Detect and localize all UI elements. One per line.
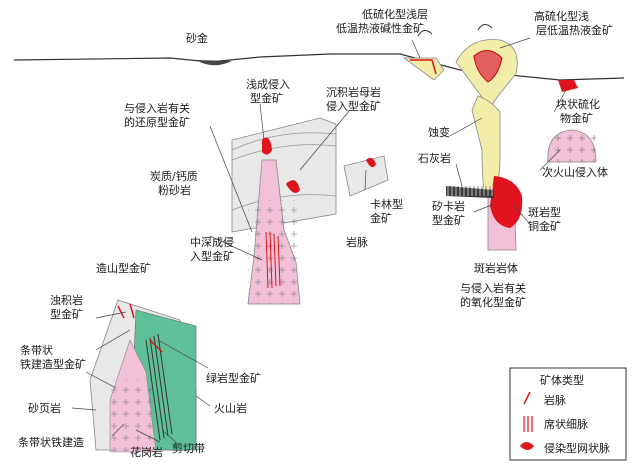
label-shear-zone: 剪切带 [172, 441, 205, 455]
label-bif-hosted-2: 铁建造型金矿 [20, 357, 86, 371]
leader-lines [71, 37, 567, 445]
label-massive-sulf-1: 块状硫化 [556, 97, 600, 111]
label-alteration: 蚀变 [428, 125, 450, 139]
legend-title: 矿体类型 [540, 373, 584, 387]
label-sed-host-1: 沉积岩母岩 [326, 85, 381, 99]
porphyry-cu-ore [490, 176, 523, 228]
low-sulf-body [402, 57, 445, 81]
label-bif: 条带状铁建造 [18, 435, 84, 449]
label-shallow-intr-2: 型金矿 [250, 91, 283, 105]
label-low-sulf-1: 低硫化型浅层 [362, 7, 428, 21]
label-high-sulf-2: 层低温热液金矿 [536, 23, 613, 37]
label-skarn-1: 矽卡岩 [432, 199, 465, 213]
legend-stockwork-icon [520, 442, 534, 450]
legend-item-vein: 岩脉 [544, 393, 566, 407]
label-porphyry-body: 斑岩岩体 [474, 261, 518, 275]
legend-sheeted-icon [523, 416, 533, 432]
label-mid-deep-1: 中深成侵 [190, 236, 234, 249]
legend-vein-icon [523, 391, 531, 405]
label-skarn-2: 型金矿 [432, 213, 465, 227]
label-high-sulf-1: 高硫化型浅 [534, 9, 589, 23]
label-layer: 砂金 低硫化型浅层 低温热液碱性金矿 高硫化型浅 层低温热液金矿 与侵入岩有关 … [18, 7, 613, 459]
ground-surface-line [13, 53, 625, 81]
label-volcanic: 火山岩 [214, 401, 247, 415]
label-shallow-intr-1: 浅成侵入 [246, 78, 290, 91]
label-carbonate-1: 炭质/钙质 [150, 169, 198, 183]
label-mid-deep-2: 入型金矿 [190, 249, 234, 263]
label-porphyry-cu-2: 铜金矿 [528, 219, 561, 233]
label-reduced-1: 与侵入岩有关 [124, 101, 190, 115]
placer-gold-lens [196, 60, 232, 66]
label-low-sulf-2: 低温热液碱性金矿 [336, 21, 424, 35]
legend-item-sheeted: 席状细脉 [544, 417, 588, 431]
label-granite: 花岗岩 [130, 445, 163, 459]
label-sandshale: 砂页岩 [28, 401, 61, 415]
label-carlin-2: 金矿 [370, 211, 392, 225]
label-orogenic: 造山型金矿 [96, 261, 151, 275]
legend-item-stockwork: 侵染型网状脉 [544, 441, 610, 455]
massive-sulf-ore [558, 80, 578, 92]
label-porphyry-cu-1: 斑岩型 [528, 205, 561, 219]
label-subvolcanic: 次火山侵入体 [542, 165, 608, 179]
label-reduced-2: 的还原型金矿 [124, 115, 190, 129]
label-dike: 岩脉 [346, 235, 368, 249]
high-sulf-ore [473, 50, 503, 83]
label-carbonate-2: 粉砂岩 [158, 183, 191, 197]
label-turbidite-2: 型金矿 [50, 307, 83, 321]
label-placer-gold: 砂金 [186, 31, 208, 45]
label-massive-sulf-2: 物金矿 [560, 111, 593, 125]
label-oxidized-2: 的氧化型金矿 [460, 295, 526, 309]
label-sed-host-2: 侵入型金矿 [326, 99, 381, 113]
label-limestone: 石灰岩 [418, 151, 451, 165]
label-greenstone: 绿岩型金矿 [206, 371, 261, 385]
label-turbidite-1: 浊积岩 [50, 293, 83, 307]
label-bif-hosted-1: 条带状 [20, 343, 53, 357]
label-carlin-1: 卡林型 [370, 197, 403, 211]
label-oxidized-1: 与侵入岩有关 [460, 281, 526, 295]
